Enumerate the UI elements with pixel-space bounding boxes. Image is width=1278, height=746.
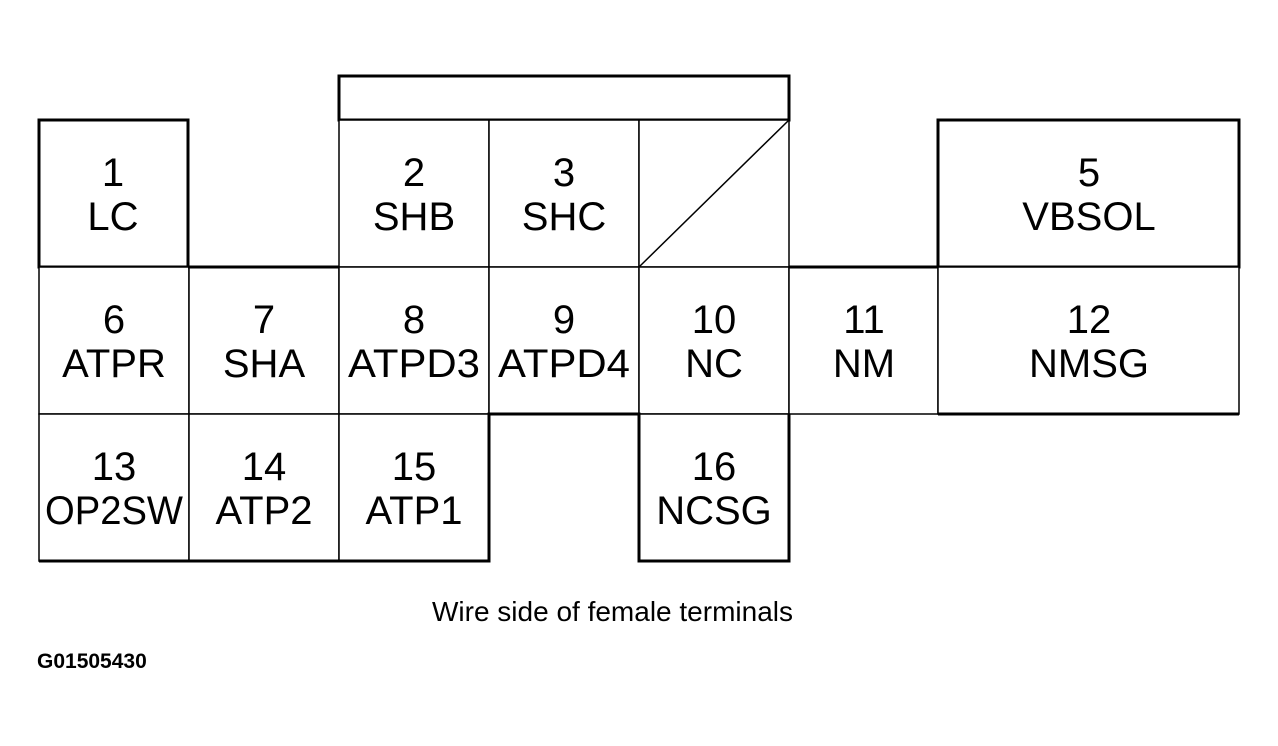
terminal-code: NMSG — [1029, 342, 1149, 386]
terminal-code: NC — [685, 342, 743, 386]
terminal-cell-1 — [37, 118, 190, 269]
terminal-number: 3 — [553, 151, 575, 195]
terminal-code: NM — [833, 342, 895, 386]
terminal-code: SHA — [223, 342, 306, 386]
terminal-number: 6 — [103, 298, 125, 342]
figure-id: G01505430 — [37, 650, 147, 673]
terminal-cell-13 — [38, 413, 190, 562]
diagram-caption: Wire side of female terminals — [431, 596, 793, 627]
terminal-cell-3 — [488, 119, 640, 268]
terminal-cell-6 — [38, 266, 190, 415]
terminal-cell-9 — [488, 266, 640, 415]
unused-slot-diagonal — [638, 119, 790, 268]
terminal-number: 8 — [403, 298, 425, 342]
terminal-code: ATPD4 — [498, 342, 630, 386]
terminal-number: 12 — [1067, 298, 1112, 342]
terminal-code: ATP2 — [215, 489, 312, 533]
terminal-code: NCSG — [656, 489, 772, 533]
terminal-cell-2 — [338, 119, 490, 268]
terminal-number: 11 — [843, 298, 885, 342]
terminal-cell-8 — [338, 266, 490, 415]
terminal-number: 16 — [692, 445, 737, 489]
terminal-cell-12 — [937, 266, 1240, 415]
terminal-number: 7 — [253, 298, 275, 342]
terminal-code: ATP1 — [365, 489, 462, 533]
connector-latch — [337, 74, 791, 122]
terminal-number: 10 — [692, 298, 737, 342]
terminal-number: 13 — [92, 445, 137, 489]
terminal-code: ATPD3 — [348, 342, 480, 386]
terminal-cell-14 — [188, 413, 340, 562]
terminal-number: 1 — [102, 151, 124, 195]
terminal-code: OP2SW — [45, 489, 183, 533]
terminal-code: VBSOL — [1022, 195, 1155, 239]
terminal-number: 9 — [553, 298, 575, 342]
terminal-cell-10 — [638, 266, 790, 415]
terminal-number: 2 — [403, 151, 425, 195]
terminal-code: LC — [87, 195, 138, 239]
terminal-cell-15 — [338, 413, 490, 562]
terminal-code: SHB — [373, 195, 455, 239]
terminal-number: 5 — [1078, 151, 1100, 195]
terminal-cell-11 — [788, 266, 939, 415]
terminal-number: 15 — [392, 445, 437, 489]
terminal-cell-5 — [936, 118, 1241, 269]
terminal-code: ATPR — [62, 342, 166, 386]
terminal-code: SHC — [522, 195, 606, 239]
terminal-number: 14 — [242, 445, 287, 489]
